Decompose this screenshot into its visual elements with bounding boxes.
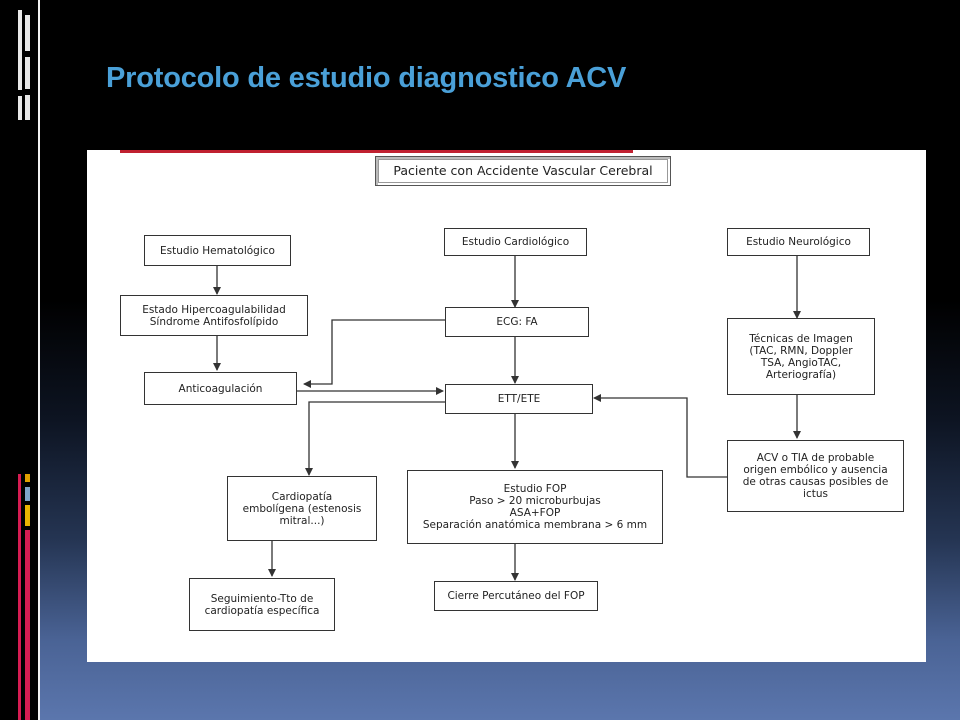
flowchart-panel: Paciente con Accidente Vascular Cerebral… — [87, 150, 926, 662]
node-ecg-fa: ECG: FA — [445, 307, 589, 337]
slide-title: Protocolo de estudio diagnostico ACV — [106, 62, 627, 94]
node-hipercoagulabilidad: Estado Hipercoagulabilidad Síndrome Anti… — [120, 295, 308, 336]
arrow-ecg-anticoag — [303, 319, 445, 388]
flowchart-connectors — [213, 256, 801, 581]
decor-bar-blue — [25, 487, 30, 501]
node-tecnicas-imagen: Técnicas de Imagen (TAC, RMN, Doppler TS… — [727, 318, 875, 395]
panel-red-rule — [120, 150, 633, 153]
node-paciente: Paciente con Accidente Vascular Cerebral — [375, 156, 671, 186]
decor-bar-yellow — [25, 505, 30, 526]
decor-bar-top — [25, 57, 30, 89]
node-ett-ete: ETT/ETE — [445, 384, 593, 414]
decor-bar-white — [38, 0, 40, 720]
decor-bar-top — [18, 10, 22, 90]
node-estudio-hematologico: Estudio Hematológico — [144, 235, 291, 266]
node-estudio-neurologico: Estudio Neurológico — [727, 228, 870, 256]
decor-bar-top — [25, 15, 30, 51]
node-acv-tia: ACV o TIA de probable origen embólico y … — [727, 440, 904, 512]
decor-bar-red — [25, 530, 30, 720]
node-anticoagulacion: Anticoagulación — [144, 372, 297, 405]
decor-bar-orange — [25, 474, 30, 482]
node-seguimiento: Seguimiento-Tto de cardiopatía específic… — [189, 578, 335, 631]
arrow-acv-ett — [593, 394, 727, 478]
arrow-ett-cardiopatia — [305, 401, 445, 476]
decor-bar-top — [25, 95, 30, 120]
node-estudio-cardiologico: Estudio Cardiológico — [444, 228, 587, 256]
decor-bar-red — [18, 474, 21, 720]
node-cierre-percutaneo: Cierre Percutáneo del FOP — [434, 581, 598, 611]
decor-bar-top — [18, 96, 22, 120]
node-cardiopatia-emboligena: Cardiopatía embolígena (estenosis mitral… — [227, 476, 377, 541]
node-estudio-fop: Estudio FOP Paso > 20 microburbujas ASA+… — [407, 470, 663, 544]
